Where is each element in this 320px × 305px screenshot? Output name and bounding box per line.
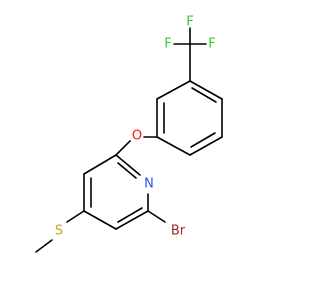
bromine-label: Br xyxy=(171,224,186,239)
bond-pyr-6 xyxy=(115,154,141,176)
bond-pyr-br xyxy=(147,210,166,223)
structure-canvas: F F F O N S Br xyxy=(35,15,223,253)
bond-benz-double-2 xyxy=(190,132,216,148)
oxygen-label: O xyxy=(132,129,142,144)
bond-benz-3 xyxy=(189,136,223,156)
sulfur-label: S xyxy=(55,224,63,239)
bond-o-pyr xyxy=(115,140,131,156)
fluorine-label-top-right: F xyxy=(186,15,193,30)
molecule-structure: F F F O N S Br xyxy=(35,15,223,253)
bond-pyr-double-2 xyxy=(117,207,143,223)
nitrogen-label: N xyxy=(144,177,154,192)
bond-benz-1 xyxy=(189,80,223,100)
bond-benz-double-1 xyxy=(191,87,217,103)
bond-benz-6 xyxy=(156,80,191,100)
bond-pyr-double-3 xyxy=(117,162,137,179)
bond-s-methyl xyxy=(35,239,53,253)
bond-pyr-4 xyxy=(115,210,149,230)
bond-benz-4 xyxy=(156,136,191,156)
bond-pyr-3 xyxy=(83,210,117,230)
fluorine-label-right: F xyxy=(208,37,215,52)
bond-pyr-1 xyxy=(83,154,117,175)
bond-pyr-s xyxy=(66,210,85,223)
fluorine-label-top-left: F xyxy=(164,37,171,52)
